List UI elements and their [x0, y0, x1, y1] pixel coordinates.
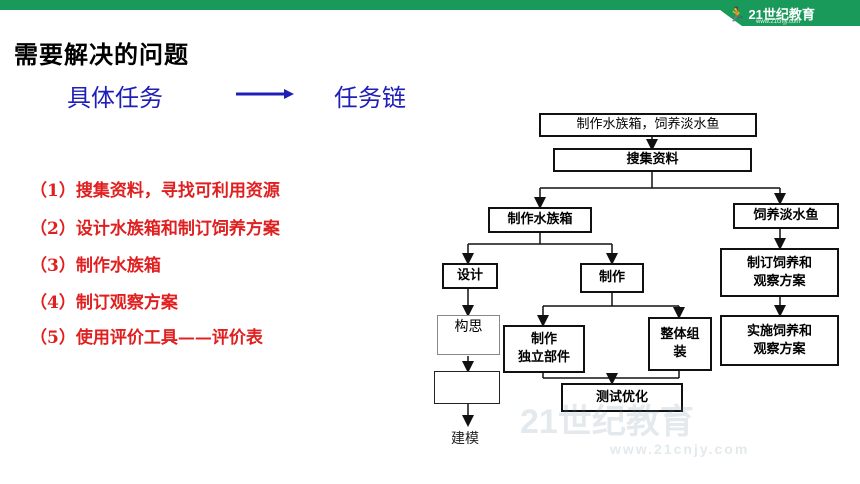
flow-node-collect: 搜集资料	[553, 148, 752, 172]
flow-node-model: 建模	[451, 431, 479, 447]
task-item-5: （5）使用评价工具——评价表	[30, 328, 263, 348]
flow-node-optimize: 测试优化	[561, 383, 683, 412]
flow-node-raise-fish: 饲养淡水鱼	[733, 203, 839, 229]
logo-text: 21世纪教育	[748, 7, 815, 22]
task-item-1: （1）搜集资料，寻找可利用资源	[30, 181, 280, 201]
watermark-site: www.21cnjy.com	[610, 441, 750, 457]
flow-node-make: 制作	[580, 263, 644, 293]
logo-site: www.21cnjy.com	[756, 19, 801, 25]
flow-node-make-tank: 制作水族箱	[488, 207, 592, 233]
watermark-logo: 21世纪教育 www.21cnjy.com	[520, 402, 820, 462]
page-title: 需要解决的问题	[14, 41, 189, 69]
flow-node-design: 设计	[442, 263, 498, 289]
flow-node-assemble: 整体组 装	[648, 317, 712, 371]
flow-node-concept: 构思	[437, 315, 500, 355]
flow-node-plan: 制订饲养和 观察方案	[720, 248, 839, 297]
flow-node-implement: 实施饲养和 观察方案	[720, 315, 839, 366]
heading-concrete-tasks: 具体任务	[67, 84, 163, 112]
right-arrow-icon	[236, 89, 294, 99]
task-item-4: （4）制订观察方案	[30, 293, 178, 313]
brand-logo: 🏃21世纪教育 www.21cnjy.com	[728, 4, 815, 25]
flow-node-parts: 制作 独立部件	[503, 325, 585, 373]
flow-node-blank	[434, 371, 500, 404]
task-item-3: （3）制作水族箱	[30, 256, 161, 276]
task-item-2: （2）设计水族箱和制订饲养方案	[30, 219, 280, 239]
watermark-text: 21世纪教育	[520, 403, 694, 441]
flow-node-root: 制作水族箱，饲养淡水鱼	[539, 113, 757, 137]
heading-task-chain: 任务链	[334, 84, 406, 112]
top-banner	[0, 0, 860, 26]
runner-icon: 🏃	[728, 6, 746, 22]
